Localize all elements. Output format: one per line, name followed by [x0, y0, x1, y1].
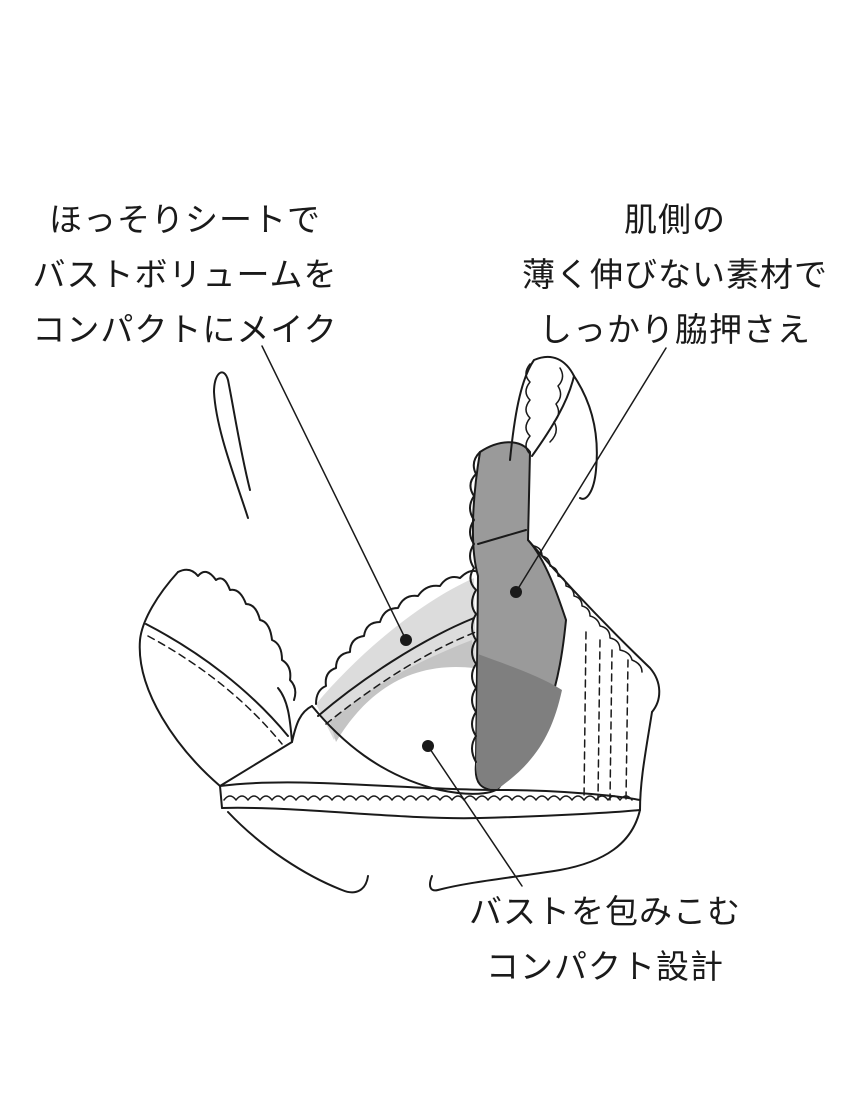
back-band-side	[639, 711, 653, 811]
callout-side-support-line-2: 薄く伸びない素材で	[522, 255, 828, 294]
back-band-boning-1	[583, 631, 587, 801]
back-band-boning-2	[597, 639, 601, 801]
side-panel-scallop	[469, 451, 481, 763]
leader-left	[261, 345, 407, 641]
leader-bottom-dot	[422, 740, 434, 752]
right-cup-scallop	[315, 569, 479, 705]
callout-slim-sheet-line-3: コンパクトにメイク	[32, 310, 338, 349]
callout-compact-design-line-1: バストを包みこむ	[469, 892, 741, 931]
left-cup-scallop	[177, 568, 297, 701]
right-cup-outline	[311, 705, 501, 795]
center-gore	[291, 705, 313, 743]
underband-scallop	[223, 795, 633, 801]
left-cup-stitch	[147, 635, 283, 745]
right-cup-stitch	[325, 631, 477, 725]
leader-right-dot	[510, 586, 522, 598]
leader-bottom	[427, 745, 523, 887]
right-lower-curve	[429, 809, 641, 892]
right-strap-lace	[525, 363, 564, 455]
right-cup-seam	[317, 617, 475, 717]
side-panel-dark	[476, 654, 562, 790]
right-strap-tail	[573, 375, 598, 500]
left-strap	[213, 371, 251, 519]
callout-side-support-line-3: しっかり脇押さえ	[539, 310, 811, 349]
callout-side-support: 肌側の 薄く伸びない素材で しっかり脇押さえ	[500, 192, 850, 357]
callout-side-support-line-1: 肌側の	[624, 200, 726, 239]
callout-slim-sheet: ほっそりシートで バストボリュームを コンパクトにメイク	[20, 192, 350, 357]
leader-right	[515, 347, 667, 593]
underband-top	[219, 781, 641, 801]
callout-compact-design: バストを包みこむ コンパクト設計	[455, 884, 755, 994]
leader-left-dot	[400, 634, 412, 646]
callout-slim-sheet-line-1: ほっそりシートで	[49, 200, 321, 239]
back-band-boning-4	[625, 659, 629, 801]
callout-compact-design-line-2: コンパクト設計	[486, 947, 724, 986]
left-lower-curve	[227, 811, 369, 894]
left-cup-outline	[138, 571, 293, 787]
callout-slim-sheet-line-2: バストボリュームを	[32, 255, 338, 294]
inner-sheet-mid	[330, 640, 474, 742]
underband-side-seam	[219, 785, 223, 809]
side-panel-seam	[477, 529, 527, 545]
underband-bottom	[221, 806, 641, 820]
back-band-boning-3	[609, 649, 613, 801]
back-band-scallop	[533, 545, 643, 673]
left-cup-seam	[145, 623, 289, 737]
